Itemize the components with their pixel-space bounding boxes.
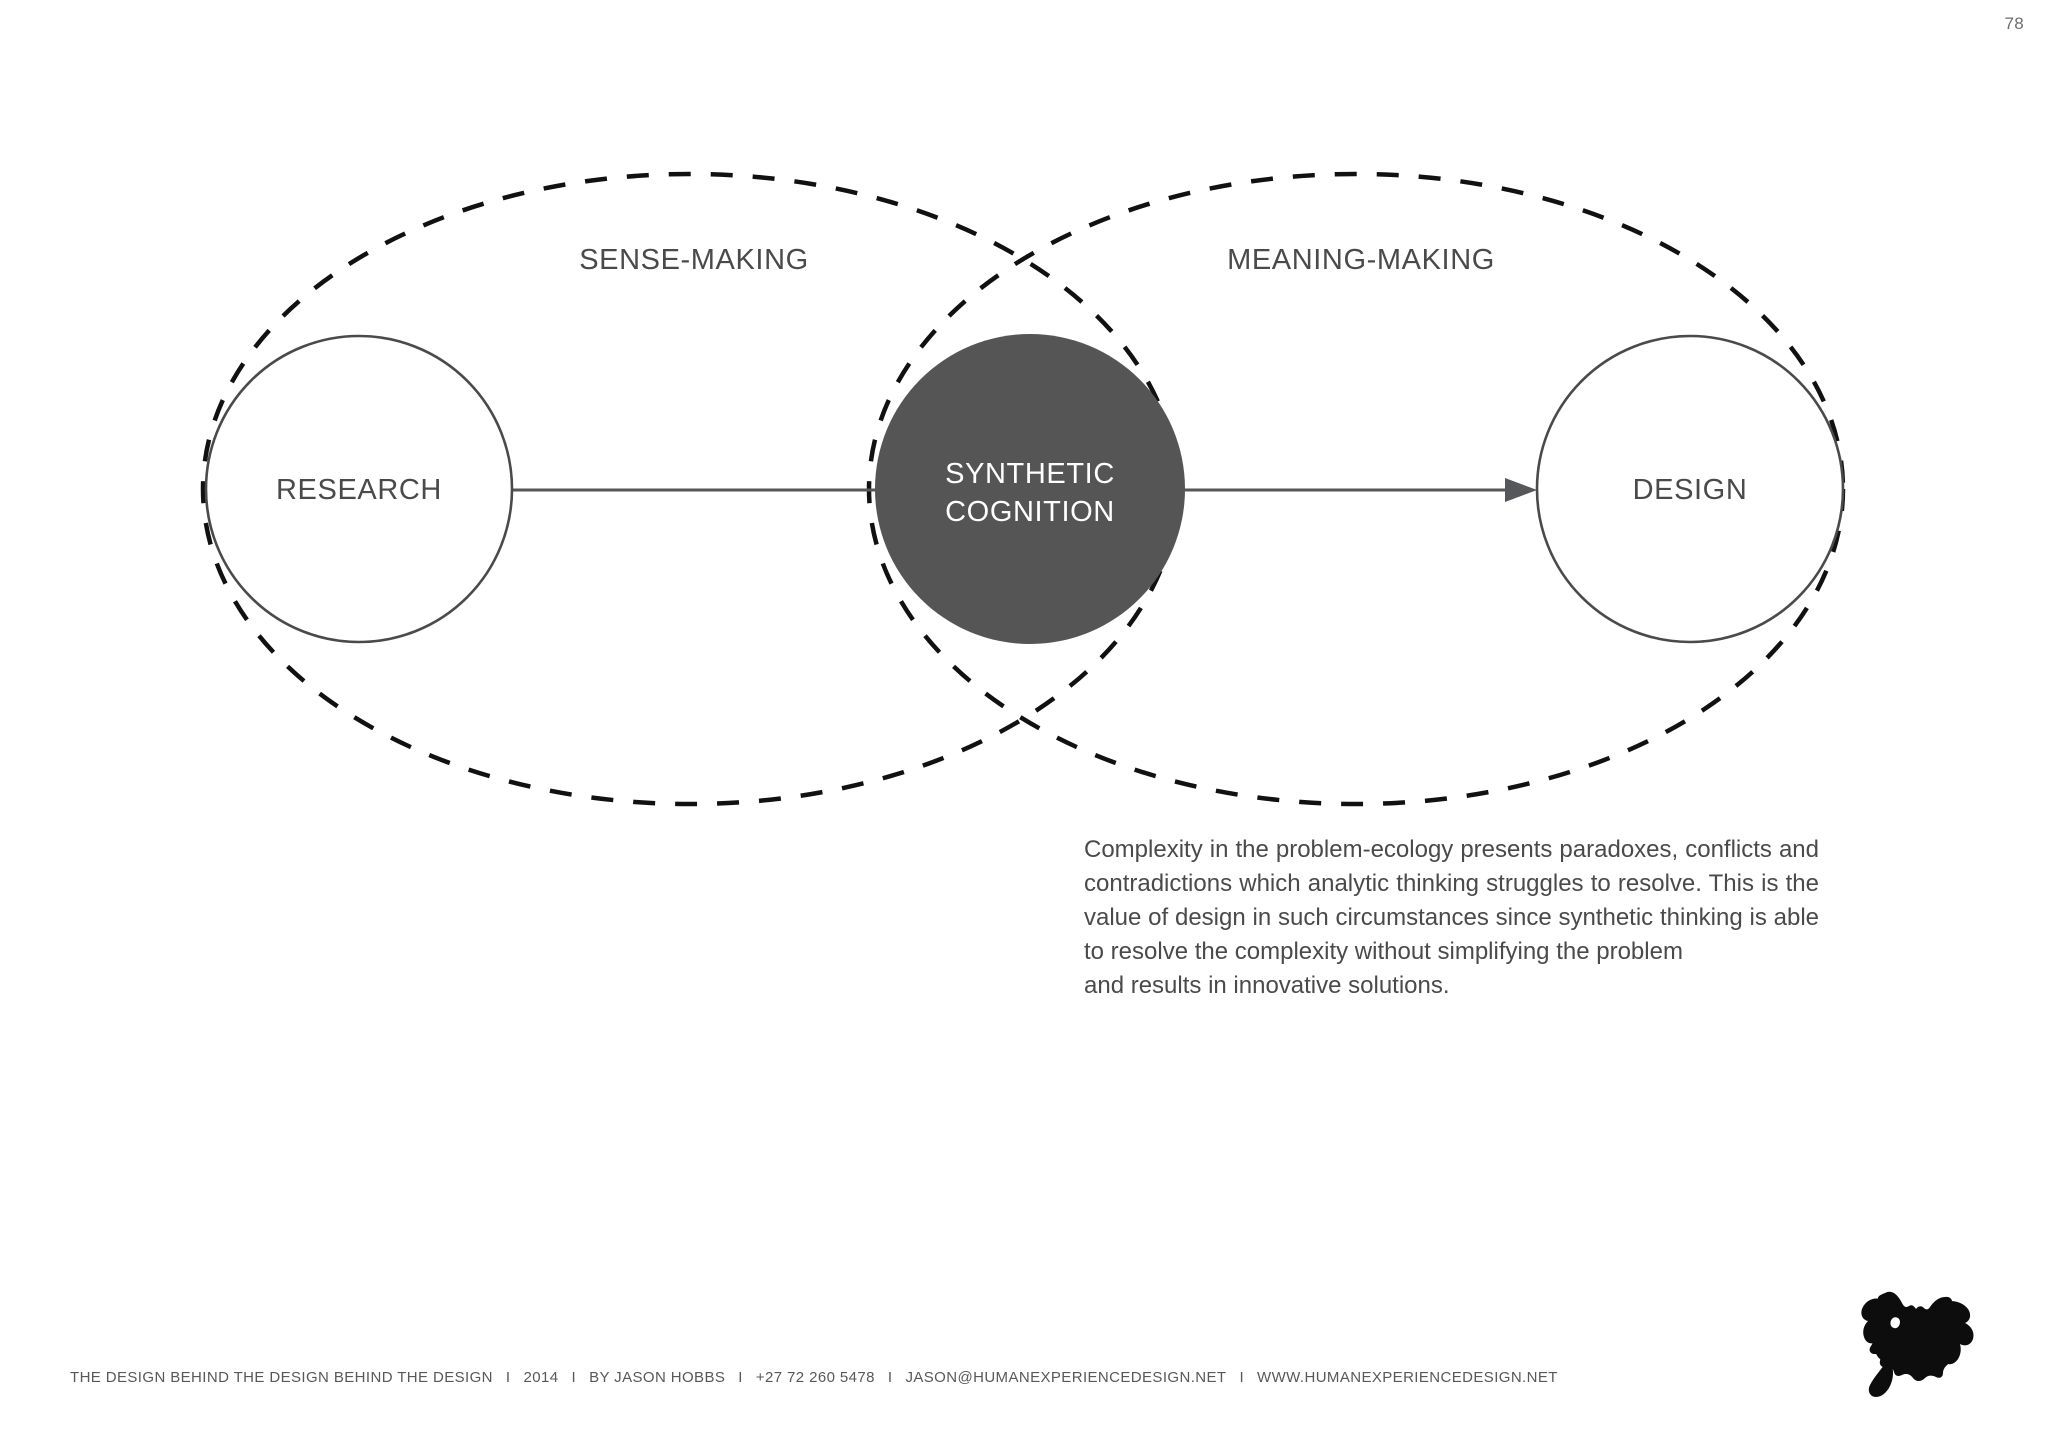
arrowhead-icon — [1505, 478, 1537, 502]
inkblot-logo-wing-right — [1925, 1301, 1974, 1369]
footer-separator-4: I — [887, 1369, 893, 1386]
body-paragraph-block: Complexity in the problem-ecology presen… — [1084, 833, 1819, 1003]
node-synthetic-cognition-label-line2: COGNITION — [945, 496, 1115, 528]
hed-inkblot-logo — [1840, 1285, 1990, 1405]
zone-label-meaning-making: MEANING-MAKING — [1227, 244, 1495, 276]
inkblot-logo-eye-icon — [1890, 1317, 1900, 1329]
footer-year: 2014 — [523, 1369, 559, 1386]
node-design-circle — [1535, 334, 1845, 644]
footer-website[interactable]: WWW.HUMANEXPERIENCEDESIGN.NET — [1257, 1369, 1558, 1386]
node-research-circle — [204, 334, 514, 644]
page-number: 78 — [2004, 14, 2024, 33]
footer-separator-1: I — [505, 1369, 511, 1386]
footer-email[interactable]: JASON@HUMANEXPERIENCEDESIGN.NET — [905, 1369, 1227, 1386]
inkblot-logo-tail — [1868, 1365, 1894, 1397]
footer-phone[interactable]: +27 72 260 5478 — [755, 1369, 875, 1386]
body-paragraph-last-line: and results in innovative solutions. — [1084, 972, 1450, 1000]
footer-separator-3: I — [738, 1369, 743, 1386]
node-synthetic-cognition-label-line1: SYNTHETIC — [945, 458, 1115, 490]
footer-separator-2: I — [571, 1369, 577, 1386]
node-design-label: DESIGN — [1633, 474, 1748, 506]
footer-separator-5: I — [1239, 1369, 1245, 1386]
body-paragraph: Complexity in the problem-ecology presen… — [1084, 836, 1819, 966]
zone-label-sense-making: SENSE-MAKING — [579, 244, 809, 276]
footer: THE DESIGN BEHIND THE DESIGN BEHIND THE … — [70, 1369, 1558, 1386]
sense-making-meaning-making-diagram: RESEARCH SYNTHETIC COGNITION DESIGN SENS… — [200, 171, 1846, 807]
footer-title: THE DESIGN BEHIND THE DESIGN BEHIND THE … — [70, 1369, 493, 1386]
inkblot-logo-wing-left — [1861, 1298, 1905, 1366]
node-research-label: RESEARCH — [276, 474, 442, 506]
node-synthetic-cognition-circle — [875, 334, 1185, 644]
footer-author: BY JASON HOBBS — [589, 1369, 726, 1386]
